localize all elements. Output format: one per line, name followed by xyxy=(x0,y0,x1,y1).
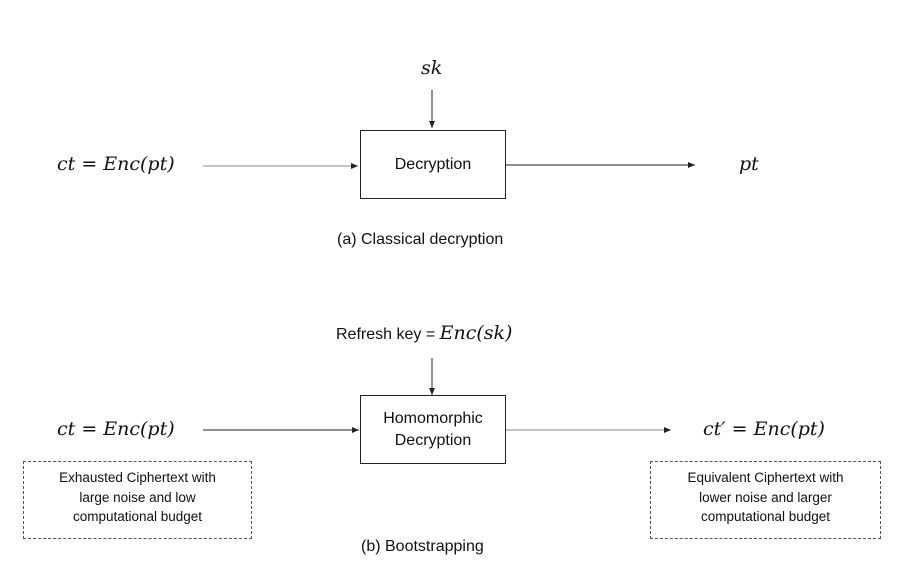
input-note-line2: large noise and low xyxy=(79,489,196,505)
refresh-key-label: Refresh key = Enc(sk) xyxy=(336,322,512,344)
input-note-line3: computational budget xyxy=(72,509,203,525)
output-note-line3: computational budget xyxy=(700,509,831,525)
decryption-label: Decryption xyxy=(394,155,472,173)
output-note-line2: lower noise and larger xyxy=(699,489,832,505)
plaintext-output-label: pt xyxy=(739,153,759,175)
decryption-box: Decryption xyxy=(360,130,506,199)
secret-key-label: sk xyxy=(421,57,443,79)
input-note-line1: Exhausted Ciphertext with xyxy=(59,470,216,485)
output-note-line1: Equivalent Ciphertext with xyxy=(687,470,844,485)
equivalent-ciphertext-note: Equivalent Ciphertext with lower noise a… xyxy=(650,461,881,539)
refreshed-ciphertext-label: ct′ = Enc(pt) xyxy=(703,418,825,440)
homomorphic-decryption-box: Homomorphic Decryption xyxy=(360,395,506,464)
exhausted-ciphertext-note: Exhausted Ciphertext with large noise an… xyxy=(23,461,252,539)
refresh-key-text: Refresh key = xyxy=(336,326,440,343)
refresh-key-math: Enc(sk) xyxy=(439,322,513,344)
exhausted-ciphertext-label: ct = Enc(pt) xyxy=(57,418,175,440)
ciphertext-input-label: ct = Enc(pt) xyxy=(57,153,175,175)
homomorphic-label-line1: Homomorphic xyxy=(383,409,483,427)
caption-b: (b) Bootstrapping xyxy=(361,538,484,555)
caption-a: (a) Classical decryption xyxy=(337,231,504,248)
homomorphic-label-line2: Decryption xyxy=(394,431,472,449)
